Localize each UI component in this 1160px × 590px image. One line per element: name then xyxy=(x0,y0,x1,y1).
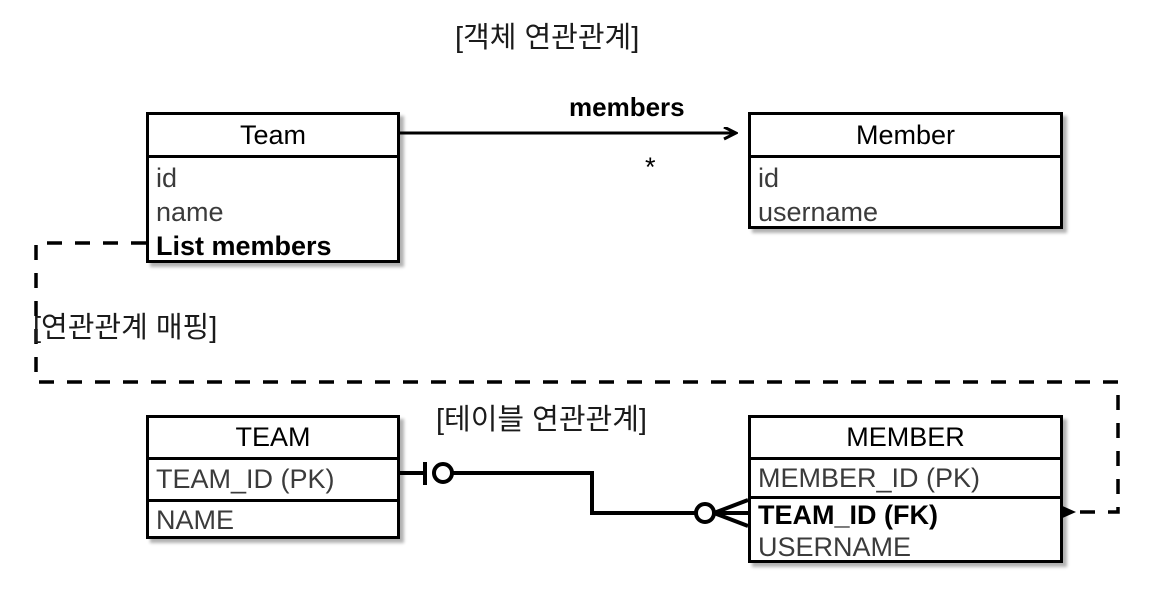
class-box-member[interactable]: Member id username xyxy=(748,112,1063,229)
class-box-team-title: Team xyxy=(239,119,307,150)
table-column-member-id: MEMBER_ID (PK) xyxy=(758,462,981,493)
table-box-team-title: TEAM xyxy=(235,422,311,452)
table-column-team-name: NAME xyxy=(149,499,397,539)
table-box-member-title: MEMBER xyxy=(846,422,965,452)
class-box-member-title: Member xyxy=(855,119,956,150)
table-column-member-username: USERNAME xyxy=(758,531,912,562)
table-column-member-team-id-fk: TEAM_ID (FK) xyxy=(751,496,1060,531)
class-field-member-username: username xyxy=(758,196,879,227)
class-field-member-id: id xyxy=(758,162,780,193)
table-column-team-id: TEAM_ID (PK) xyxy=(156,464,335,494)
class-box-team-fields: id name List members xyxy=(149,155,397,263)
class-box-member-fields: id username xyxy=(751,155,1060,229)
title-object-relation: [객체 연관관계] xyxy=(455,22,640,54)
class-field-team-members: List members xyxy=(156,230,332,261)
mapping-dashed-path xyxy=(34,241,1120,520)
table-box-member[interactable]: MEMBER MEMBER_ID (PK) TEAM_ID (FK) USERN… xyxy=(748,415,1063,563)
table-box-team-columns: TEAM_ID (PK) NAME xyxy=(149,457,397,539)
table-box-team[interactable]: TEAM TEAM_ID (PK) NAME xyxy=(146,415,400,539)
title-table-relation: [테이블 연관관계] xyxy=(436,404,647,436)
table-box-member-columns: MEMBER_ID (PK) TEAM_ID (FK) USERNAME xyxy=(751,457,1060,563)
class-field-team-name: name xyxy=(156,196,224,227)
association-label-members: members xyxy=(569,92,685,122)
class-box-team[interactable]: Team id name List members xyxy=(146,112,400,263)
title-relation-mapping: [연관관계 매핑] xyxy=(33,312,218,344)
class-field-team-id: id xyxy=(156,162,178,193)
association-multiplicity: * xyxy=(645,152,656,182)
er-relationship-connector xyxy=(399,462,749,528)
